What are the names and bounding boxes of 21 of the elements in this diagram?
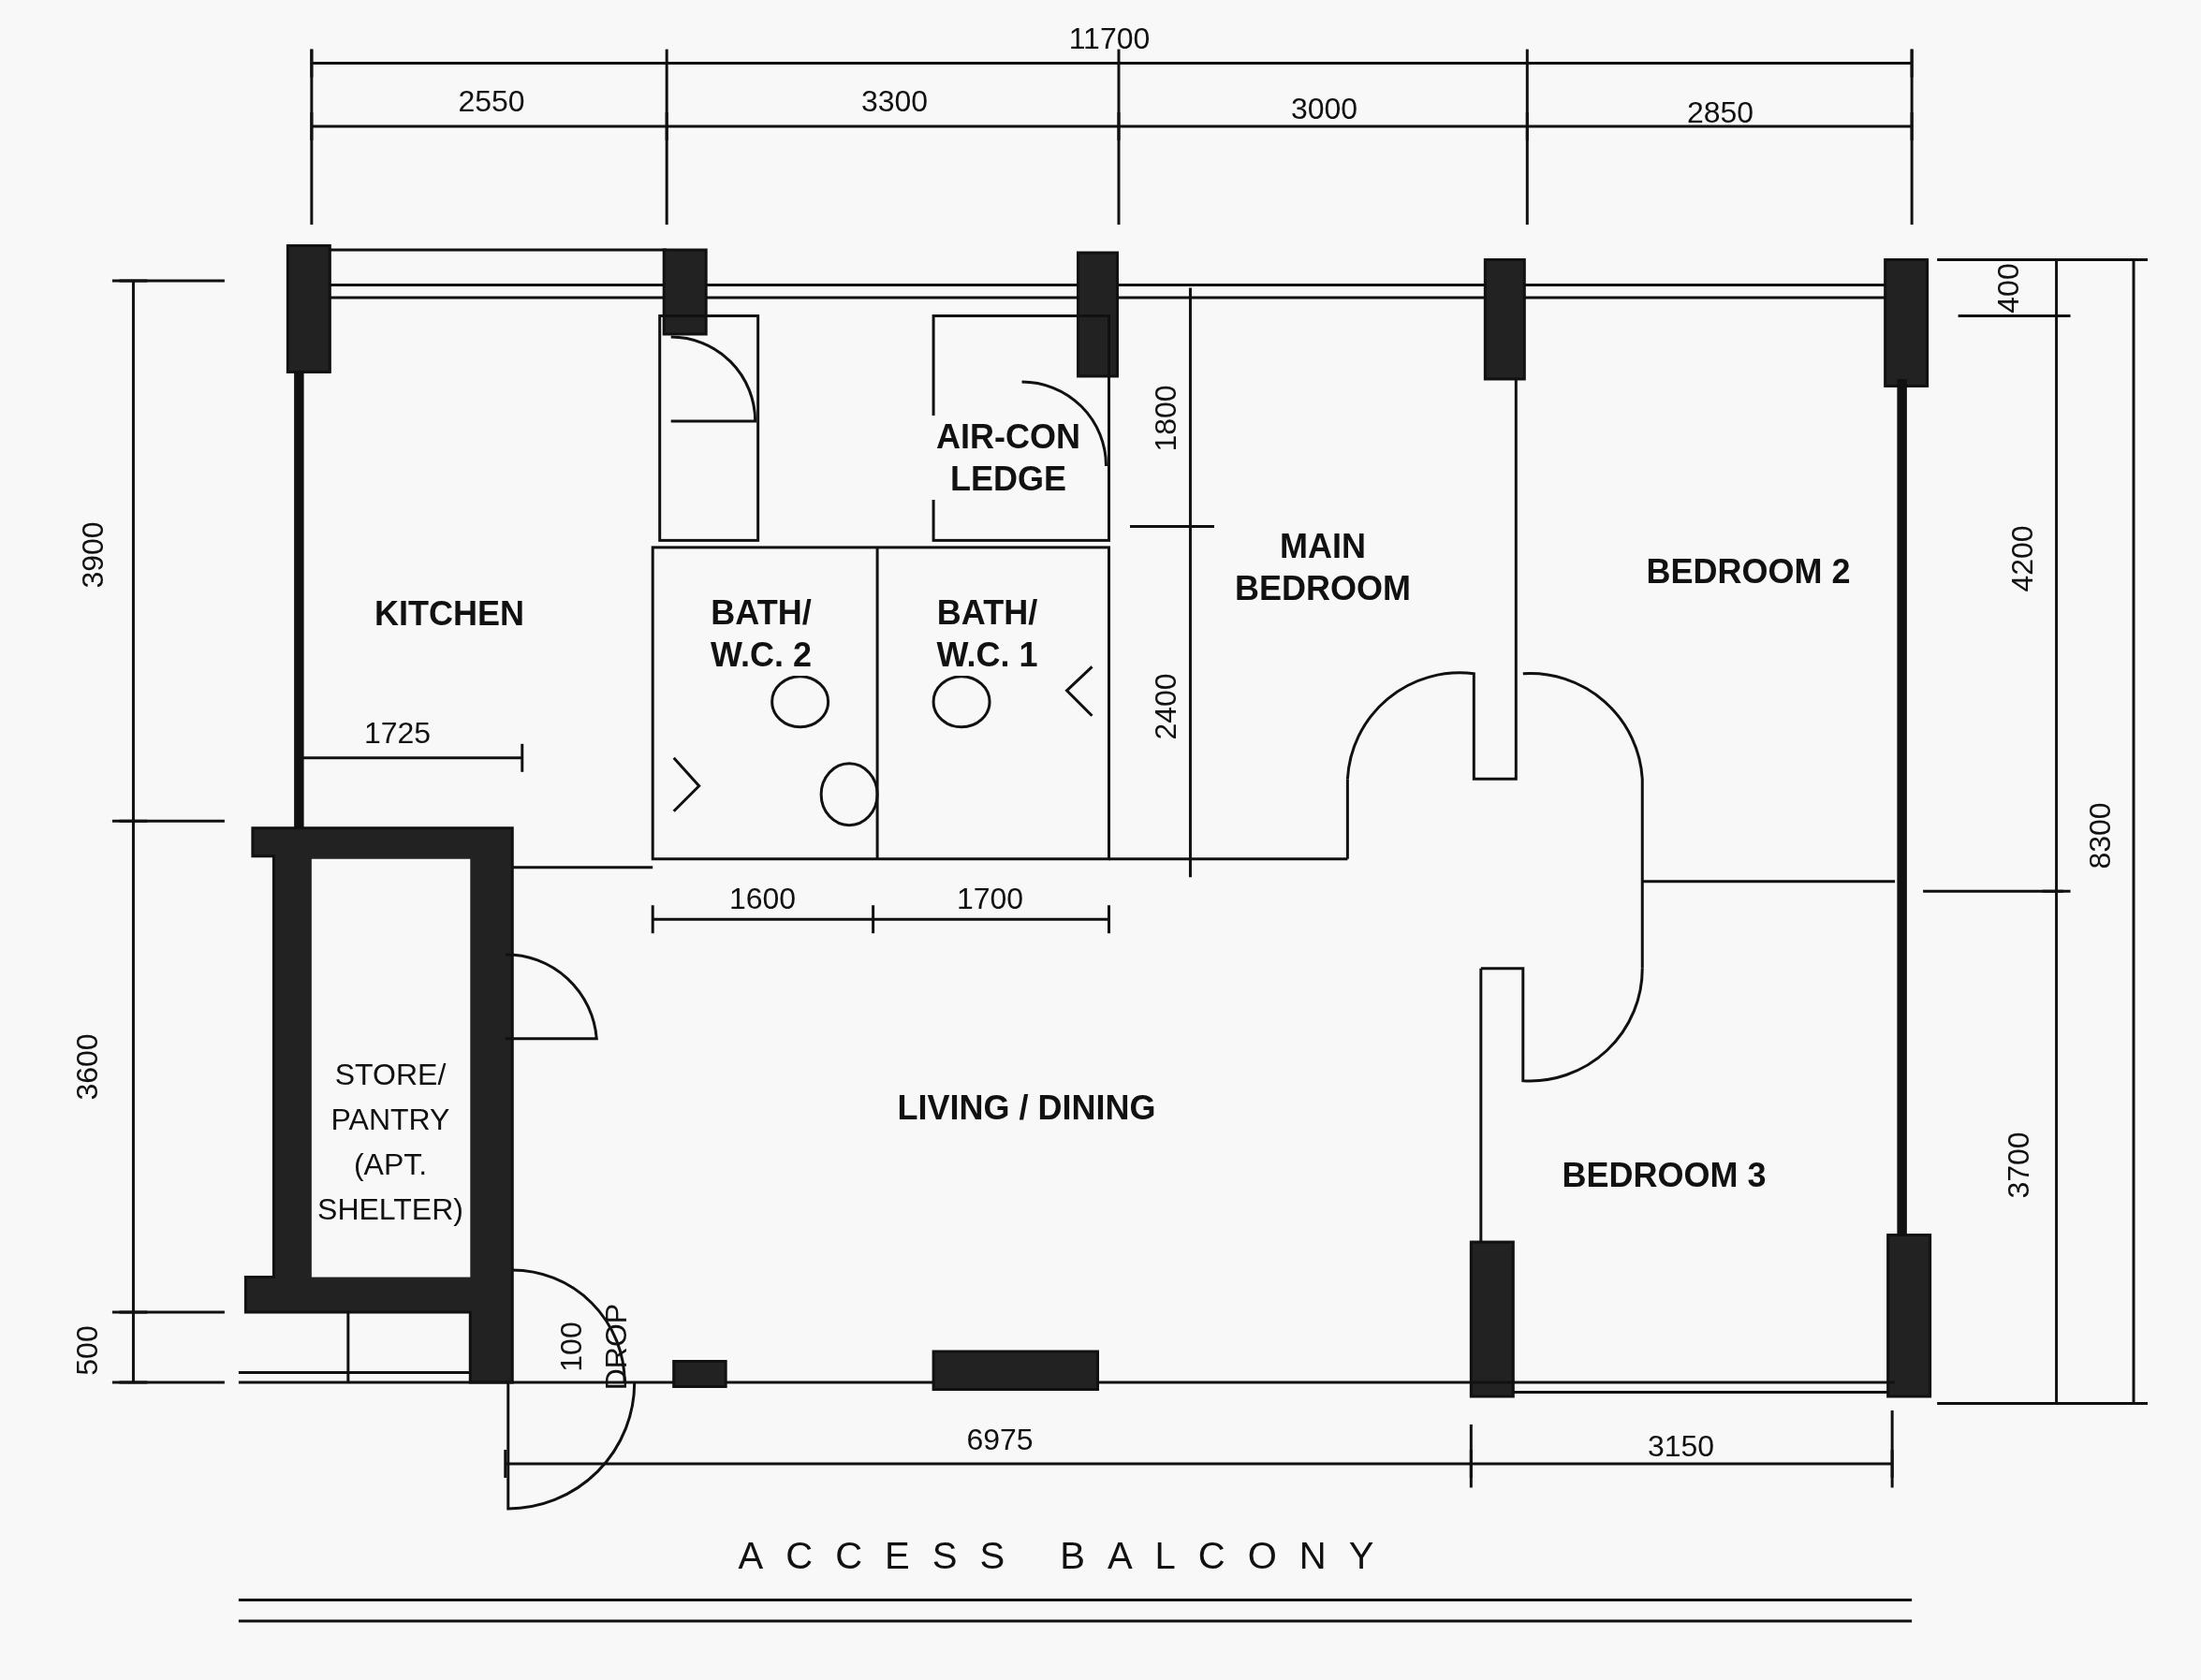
dimension-label: 1725 [362,715,433,752]
dimension-label: 2850 [1685,95,1755,131]
dimension-label: 1600 [727,881,798,917]
dimension-label: 3900 [75,519,110,591]
dimension-label: 400 [1990,261,2026,315]
dimension-label: STORE/ PANTRY (APT. SHELTER) [316,1056,464,1228]
dimension-label: 6975 [965,1421,1034,1458]
balcony-label: ACCESS BALCONY [737,1534,1398,1578]
dimension-label: 3300 [859,83,930,120]
dimension-label: 2400 [1148,671,1183,742]
dimension-label: 2550 [457,83,526,120]
dimension-label: 3000 [1289,90,1359,127]
dimension-label: 3600 [69,1032,105,1103]
dimension-label: 1800 [1148,384,1183,454]
dimension-label: 3700 [2000,1131,2036,1201]
dimension-label: 11700 [1067,20,1152,57]
dimension-label: 8300 [2081,800,2118,871]
dimension-label: 3150 [1646,1428,1716,1465]
dimension-label: 500 [69,1324,105,1378]
dimension-label: 4200 [2004,524,2040,594]
dimension-label: 1700 [955,881,1025,917]
